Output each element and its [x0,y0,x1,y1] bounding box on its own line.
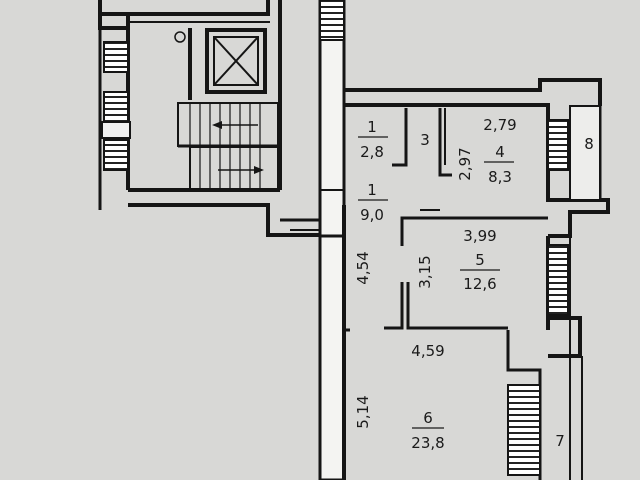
window-strip [547,244,569,316]
room-number: 4 [495,143,505,161]
room-number: 1 [367,181,377,199]
room-area: 9,0 [360,206,384,224]
dim-2-97: 2,97 [456,147,474,180]
room-label-5: 5 12,6 [460,251,500,293]
balcony-room-8 [569,105,601,201]
room-label-7: 7 [555,432,565,450]
room-label-1: 1 9,0 [358,181,388,224]
room-number: 6 [423,409,433,427]
riser-circle-icon [174,31,186,43]
dim-5-14: 5,14 [354,395,372,428]
dim-4-54: 4,54 [354,251,372,284]
room-number: 1 [367,118,377,136]
room-label-8: 8 [584,135,594,153]
window-strip [547,119,569,171]
room-area: 23,8 [411,434,444,452]
room-number: 5 [475,251,485,269]
dim-2-79: 2,79 [483,116,516,134]
elevator-shaft-icon [205,28,267,94]
dim-3-99: 3,99 [463,227,496,245]
window-strip [507,384,541,476]
room-area: 2,8 [360,143,384,161]
stair-arrow-icon [212,121,258,129]
room-label-3: 3 [420,131,430,149]
dim-3-15: 3,15 [416,255,434,288]
room-label-2: 1 2,8 [358,118,388,161]
room-label-4: 4 8,3 [484,143,514,186]
room-label-6: 6 23,8 [411,409,444,452]
interior-partitions [344,108,548,332]
room-area: 8,3 [488,168,512,186]
stair-arrow-icon [218,166,264,174]
dim-4-59: 4,59 [411,342,444,360]
stairwell-windows [101,41,131,171]
room-area: 12,6 [463,275,496,293]
